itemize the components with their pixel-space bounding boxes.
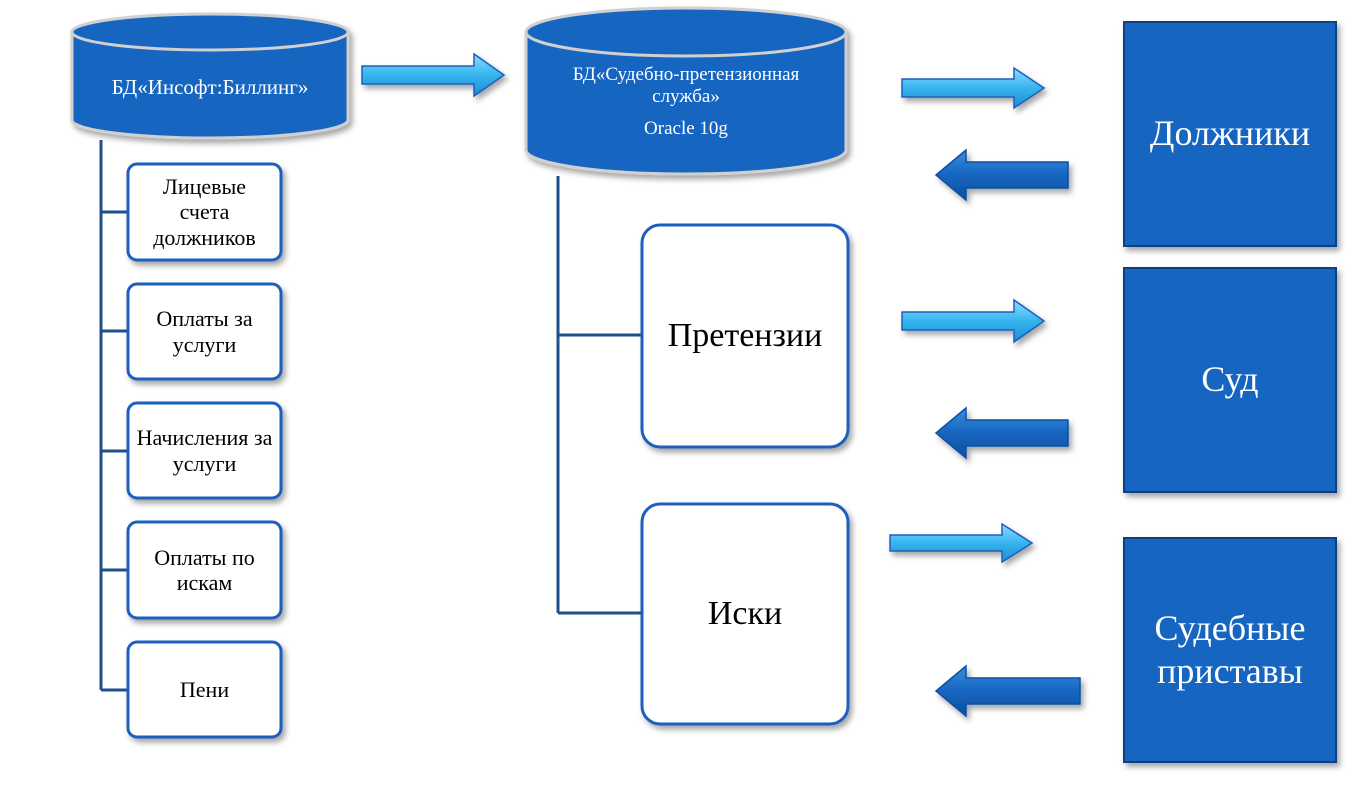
billing-item-box-5 bbox=[126, 640, 283, 739]
debtors-box bbox=[1123, 21, 1337, 247]
billing-db-cylinder bbox=[70, 12, 350, 140]
billing-item-label-2: Оплаты за услуги bbox=[156, 306, 253, 357]
arrow-to-court bbox=[901, 298, 1046, 344]
billing-item-box-4 bbox=[126, 520, 283, 620]
billing-item-box-3 bbox=[126, 401, 283, 500]
lawsuits-label: Иски bbox=[707, 595, 783, 633]
legal-db-cylinder bbox=[524, 6, 848, 176]
bailiffs-label: Судебные приставы bbox=[1154, 607, 1306, 691]
legal-db-sublabel: Oracle 10g bbox=[644, 118, 728, 140]
billing-connectors bbox=[99, 140, 128, 692]
legal-connectors bbox=[556, 176, 642, 615]
bailiffs-box bbox=[1123, 537, 1337, 763]
arrow-to-debtors bbox=[901, 66, 1046, 110]
lawsuits-box bbox=[640, 502, 850, 726]
court-label: Суд bbox=[1201, 359, 1259, 400]
arrow-from-bailiffs bbox=[934, 664, 1081, 718]
court-box bbox=[1123, 267, 1337, 493]
legal-db-label: БД«Судебно-претензионная служба» bbox=[572, 64, 800, 107]
arrow-from-court bbox=[934, 406, 1069, 460]
billing-item-box-1 bbox=[126, 162, 283, 262]
claims-label: Претензии bbox=[667, 317, 823, 355]
billing-item-box-2 bbox=[126, 282, 283, 381]
billing-item-label-5: Пени bbox=[179, 676, 230, 702]
arrow-from-debtors bbox=[934, 148, 1069, 202]
billing-item-label-1: Лицевые счета должников bbox=[153, 174, 256, 250]
billing-db-label: БД«Инсофт:Биллинг» bbox=[111, 74, 309, 99]
billing-item-label-4: Оплаты по искам bbox=[154, 544, 255, 595]
billing-to-legal-arrow bbox=[361, 52, 506, 98]
claims-box bbox=[640, 223, 850, 449]
arrow-to-bailiffs bbox=[889, 522, 1034, 564]
debtors-label: Должники bbox=[1149, 113, 1311, 154]
billing-item-label-3: Начисления за услуги bbox=[136, 425, 273, 476]
